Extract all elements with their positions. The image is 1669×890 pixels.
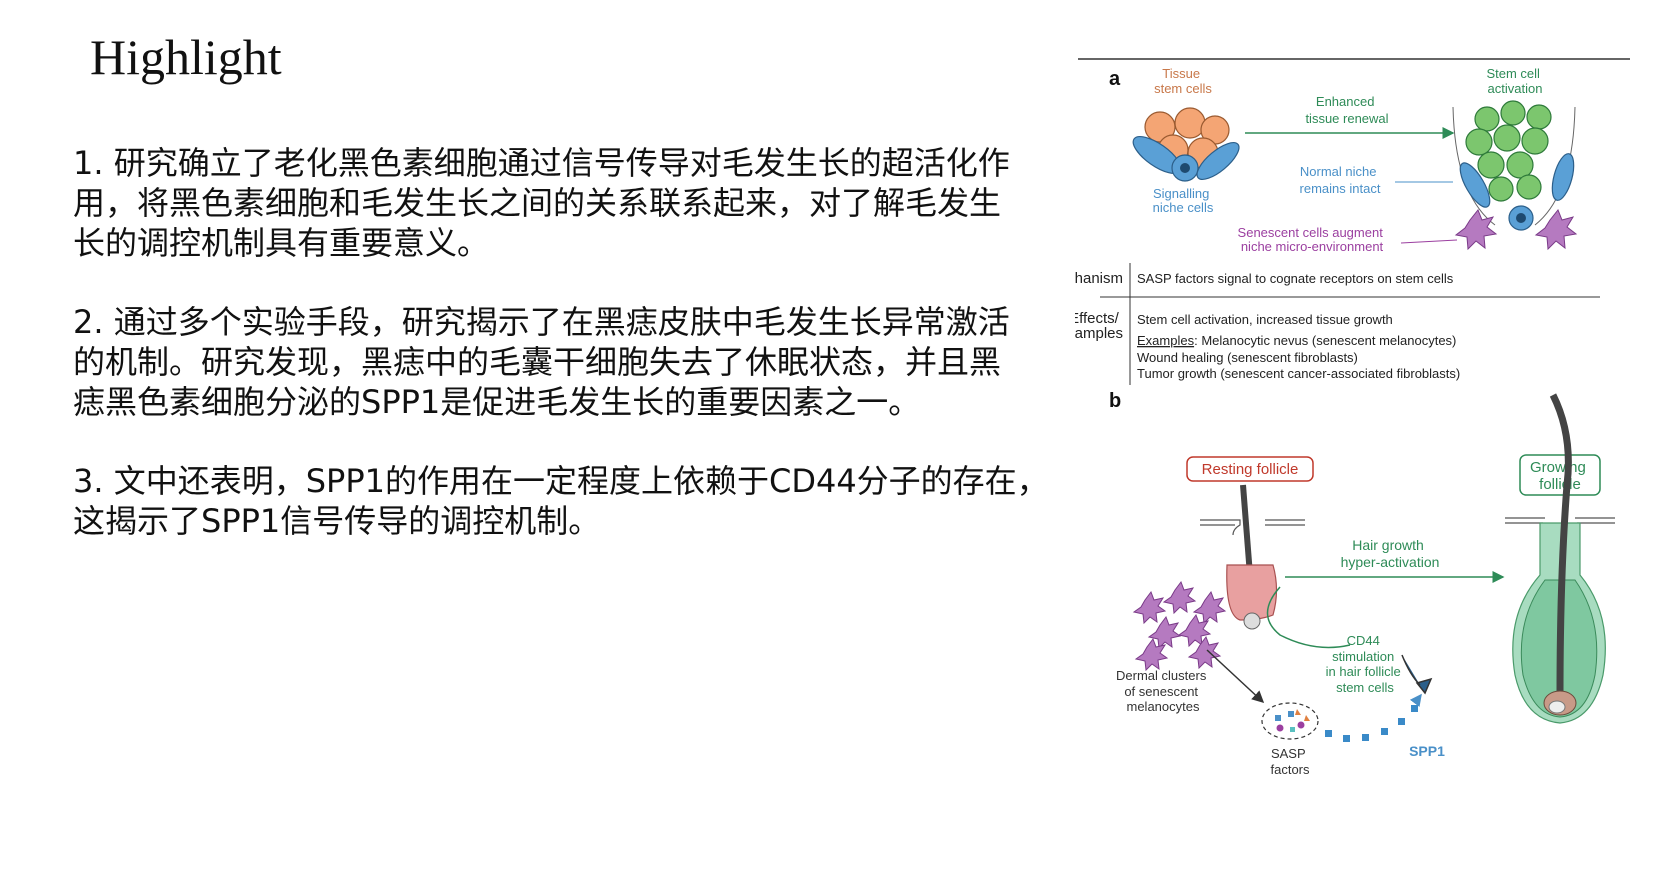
hair-growth-label: Hair growth hyper-activation bbox=[1341, 537, 1440, 570]
slide-title: Highlight bbox=[90, 29, 282, 85]
resting-follicle-drawing bbox=[1200, 484, 1305, 630]
cd44-receptor bbox=[1401, 654, 1433, 695]
secretion-arrow bbox=[1206, 649, 1265, 704]
activated-stem-cell-cluster bbox=[1452, 100, 1578, 251]
resting-follicle-box bbox=[1186, 456, 1314, 482]
growing-follicle-drawing bbox=[1505, 393, 1615, 724]
senescent-pointer bbox=[1400, 239, 1458, 244]
growing-follicle-box bbox=[1519, 454, 1601, 496]
mechanism-row-label: Mechanism bbox=[1075, 270, 1123, 287]
highlight-text: 1. 研究确立了老化黑色素细胞通过信号传导对毛发生长的超活化作 用，将黑色素细胞… bbox=[73, 143, 1073, 580]
panel-b-letter: b bbox=[1109, 390, 1121, 412]
dermal-clusters-label: Dermal clusters of senescent melanocytes bbox=[1116, 668, 1210, 714]
mechanism-row-text: SASP factors signal to cognate receptors… bbox=[1137, 271, 1454, 286]
sasp-factors-cluster bbox=[1261, 702, 1319, 740]
sasp-factors-label: SASP factors bbox=[1270, 746, 1310, 777]
highlight-point-3: 3. 文中还表明，SPP1的作用在一定程度上依赖于CD44分子的存在， 这揭示了… bbox=[73, 462, 1049, 540]
signalling-niche-label: Signalling niche cells bbox=[1153, 186, 1214, 215]
effects-line-1: Stem cell activation, increased tissue g… bbox=[1137, 312, 1393, 327]
spp1-dotted-path bbox=[1325, 705, 1418, 742]
normal-niche-label: Normal niche remains intact bbox=[1300, 164, 1381, 196]
resting-follicle-label: Resting follicle bbox=[1202, 461, 1299, 478]
stem-cell-activation-label: Stem cell activation bbox=[1486, 66, 1543, 96]
tissue-stem-cell-cluster bbox=[1132, 107, 1240, 182]
highlight-point-1: 1. 研究确立了老化黑色素细胞通过信号传导对毛发生长的超活化作 用，将黑色素细胞… bbox=[73, 144, 1010, 262]
effects-row-label: Effects/ Examples bbox=[1075, 310, 1123, 342]
dermal-senescent-clusters bbox=[1132, 580, 1227, 672]
effects-line-2: Examples: Melanocytic nevus (senescent m… bbox=[1137, 333, 1456, 348]
highlight-point-2: 2. 通过多个实验手段，研究揭示了在黑痣皮肤中毛发生长异常激活 的机制。研究发现… bbox=[73, 303, 1010, 421]
senescent-augment-label: Senescent cells augment niche micro-envi… bbox=[1238, 225, 1387, 254]
tissue-stem-cells-label: Tissue stem cells bbox=[1154, 66, 1212, 96]
effects-line-4: Tumor growth (senescent cancer-associate… bbox=[1137, 366, 1460, 381]
effects-line-3: Wound healing (senescent fibroblasts) bbox=[1137, 350, 1358, 365]
mechanism-figure: a Tissue stem cells Stem cell activation… bbox=[1075, 58, 1630, 777]
cd44-curve bbox=[1266, 586, 1351, 649]
spp1-arrow bbox=[1409, 693, 1422, 707]
spp1-label: SPP1 bbox=[1409, 743, 1445, 759]
enhanced-renewal-label: Enhanced tissue renewal bbox=[1305, 94, 1388, 126]
panel-a-letter: a bbox=[1109, 68, 1121, 90]
cd44-label: CD44 stimulation in hair follicle stem c… bbox=[1326, 633, 1405, 695]
